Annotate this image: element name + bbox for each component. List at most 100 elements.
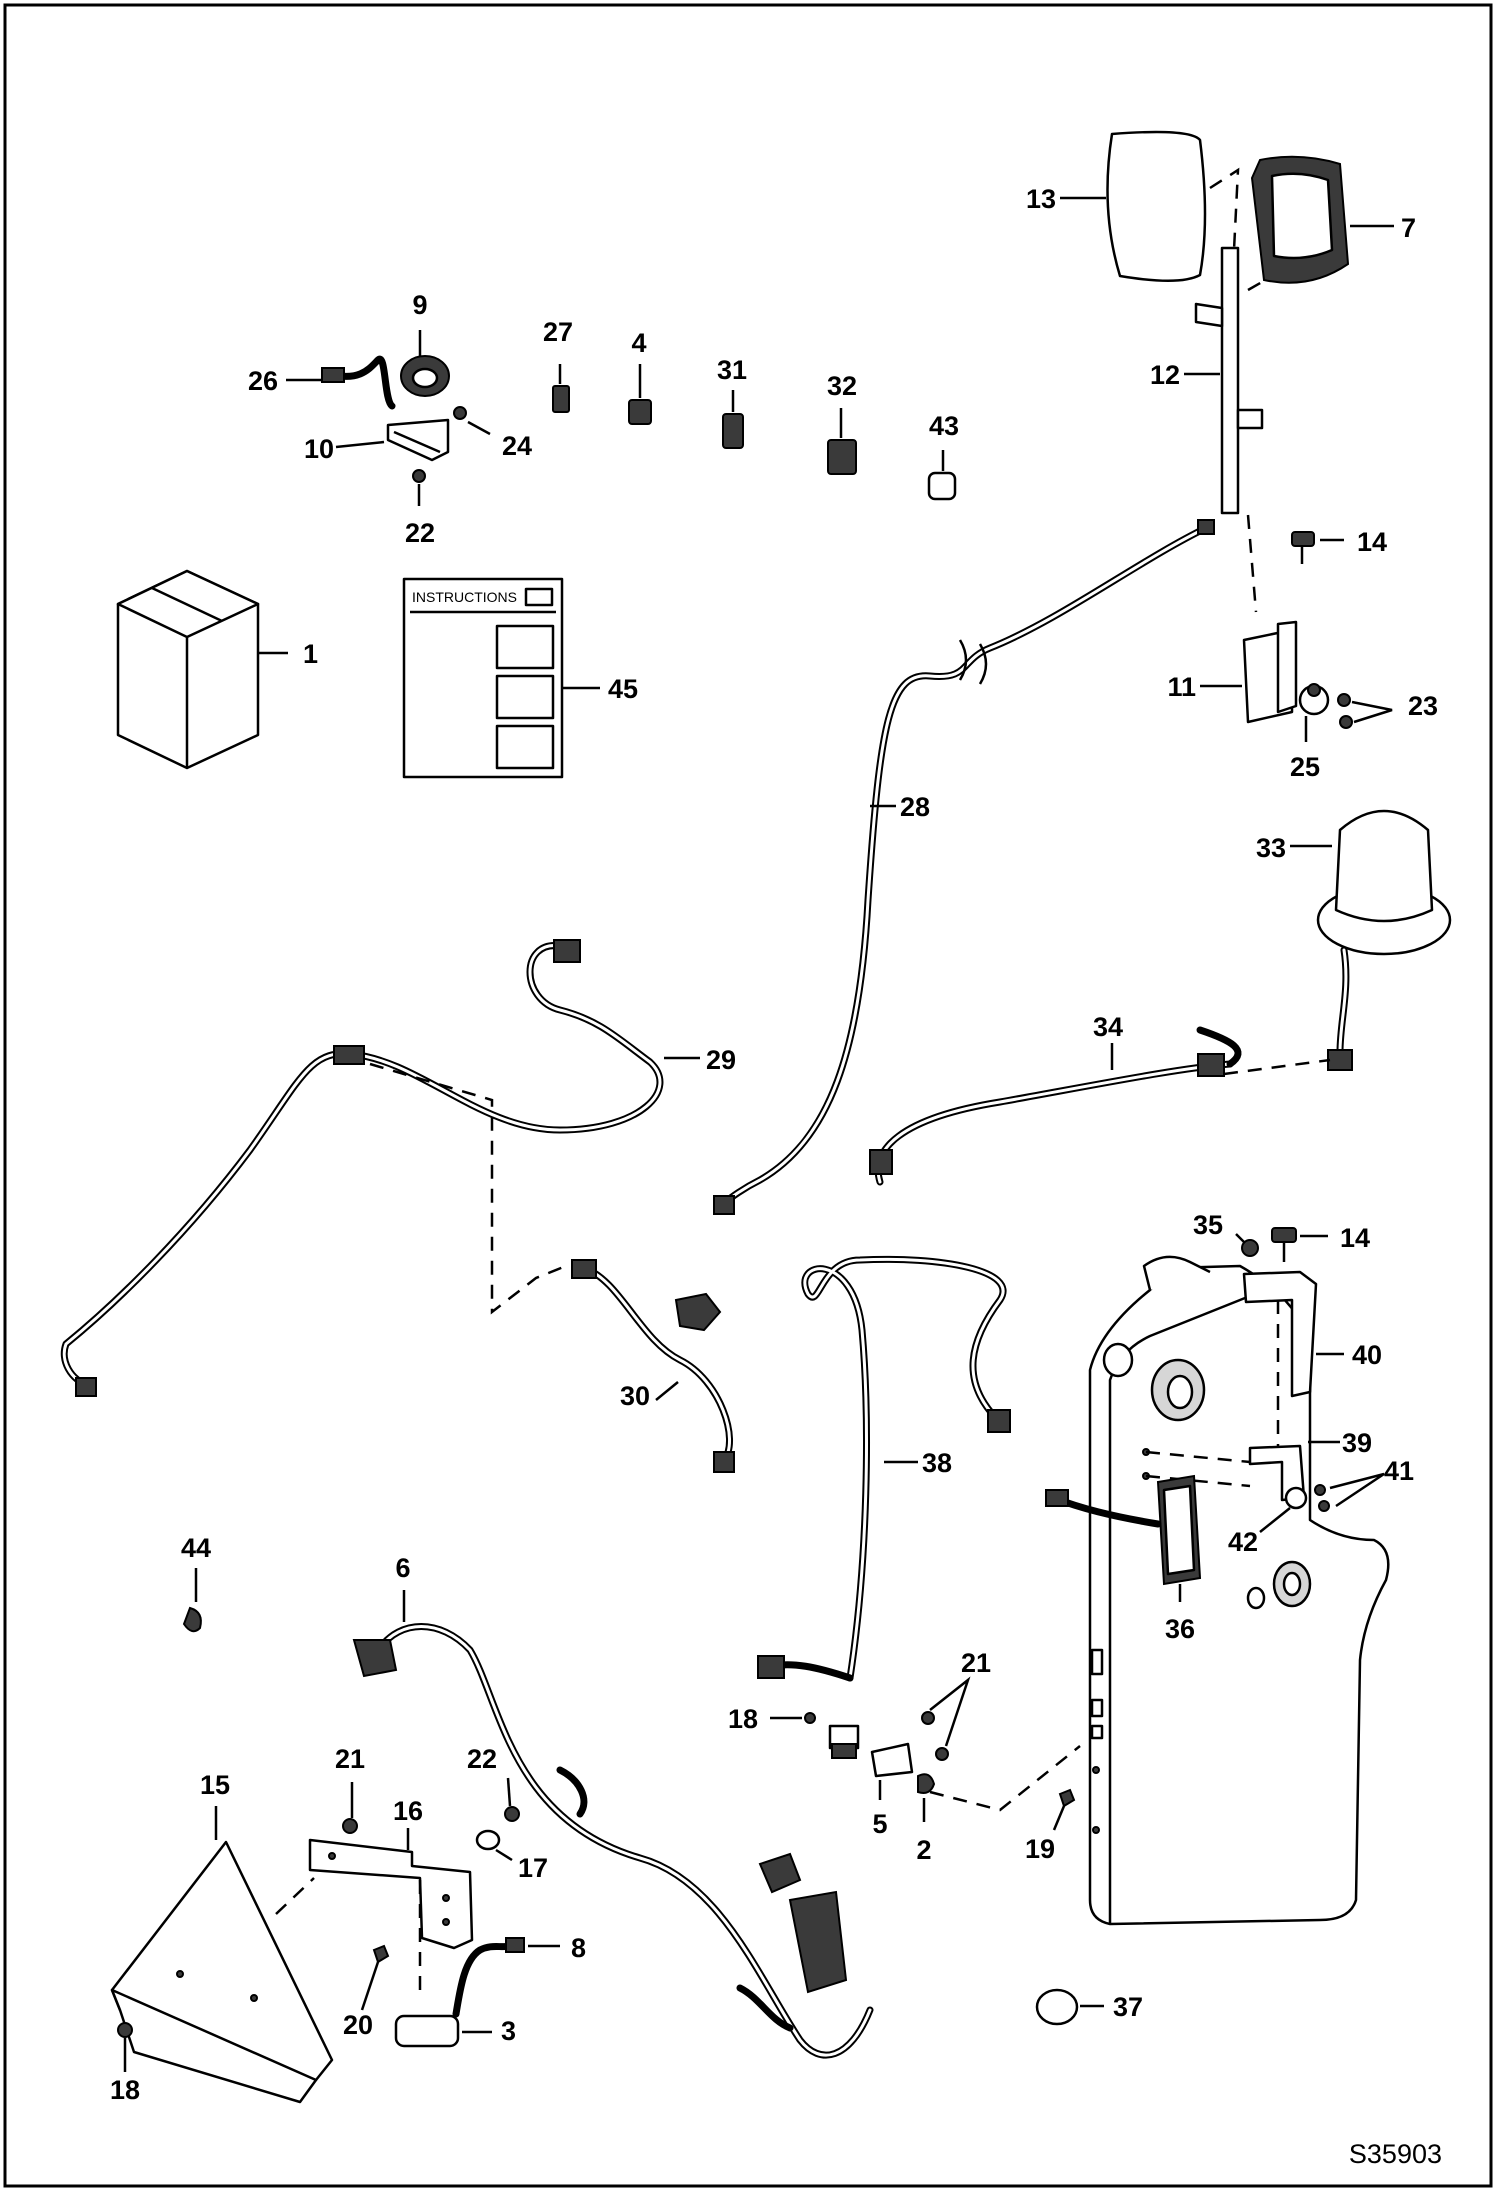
part-18-screw-top: 18 xyxy=(728,1704,816,1734)
callout-40: 40 xyxy=(1352,1340,1382,1370)
part-17-spacer: 17 xyxy=(475,1829,548,1883)
connector-7-12 xyxy=(1247,280,1263,292)
part-8-lamp-wire: 8 xyxy=(452,1933,586,2018)
callout-37: 37 xyxy=(1113,1992,1143,2022)
callout-27: 27 xyxy=(543,317,573,347)
part-40-bracket: 40 xyxy=(1242,1270,1382,1398)
callout-6: 6 xyxy=(395,1553,410,1583)
callout-33: 33 xyxy=(1256,833,1286,863)
callout-31: 31 xyxy=(717,355,747,385)
part-3-lamp: 3 xyxy=(394,2014,516,2048)
connector-13-12 xyxy=(1209,167,1240,251)
part-44-clip: 44 xyxy=(181,1533,211,1633)
part-29-harness: 29 xyxy=(60,939,736,1397)
part-39-bracket: 39 xyxy=(1248,1428,1372,1502)
part-12-mount-pole: 12 xyxy=(1150,246,1264,515)
callout-5: 5 xyxy=(872,1809,887,1839)
callout-35: 35 xyxy=(1193,1210,1223,1240)
part-20-bolt: 20 xyxy=(343,1944,390,2040)
part-18-nut-bottom: 18 xyxy=(110,2022,140,2105)
callout-42: 42 xyxy=(1228,1527,1258,1557)
callout-43: 43 xyxy=(929,411,959,441)
callout-3: 3 xyxy=(501,2016,516,2046)
callout-38: 38 xyxy=(922,1448,952,1478)
callout-14-top: 14 xyxy=(1357,527,1387,557)
part-2-clamp: 2 xyxy=(916,1773,936,1865)
connector-12-11 xyxy=(1246,514,1258,613)
part-9-horn: 9 xyxy=(400,290,450,397)
callout-14-bottom: 14 xyxy=(1340,1223,1370,1253)
callout-25: 25 xyxy=(1290,752,1320,782)
connector-relay-frame xyxy=(929,1745,1081,1812)
part-19-bolt: 19 xyxy=(1025,1788,1076,1864)
part-43-plug: 43 xyxy=(927,411,959,501)
part-16-smv-bracket: 16 xyxy=(308,1796,474,1950)
part-30-harness: 30 xyxy=(571,1259,735,1473)
part-11-bracket: 11 xyxy=(1167,620,1298,724)
callout-7: 7 xyxy=(1401,213,1416,243)
callout-20: 20 xyxy=(343,2010,373,2040)
loader-frame xyxy=(1088,1255,1390,1926)
callout-26: 26 xyxy=(248,366,278,396)
connector-15-16 xyxy=(275,1877,315,1915)
callout-13: 13 xyxy=(1026,184,1056,214)
callout-24: 24 xyxy=(502,431,532,461)
part-41-screws: 41 xyxy=(1314,1456,1414,1512)
part-1-box: 1 xyxy=(116,569,318,770)
callout-32: 32 xyxy=(827,371,857,401)
part-15-smv-triangle: 15 xyxy=(110,1770,334,2104)
part-33-beacon: 33 xyxy=(1256,809,1452,956)
callout-29: 29 xyxy=(706,1045,736,1075)
part-14-knob-top: 14 xyxy=(1291,527,1387,564)
part-22-nut-right: 22 xyxy=(467,1744,520,1822)
callout-19: 19 xyxy=(1025,1834,1055,1864)
callout-8: 8 xyxy=(571,1933,586,1963)
callout-10: 10 xyxy=(304,434,334,464)
part-10-horn-bracket: 10 xyxy=(304,418,450,464)
callout-15: 15 xyxy=(200,1770,230,1800)
callout-44: 44 xyxy=(181,1533,211,1563)
part-5-relay-bracket: 5 xyxy=(870,1742,914,1839)
callout-36: 36 xyxy=(1165,1614,1195,1644)
callout-1: 1 xyxy=(303,639,318,669)
callout-39: 39 xyxy=(1342,1428,1372,1458)
part-28-harness: 28 xyxy=(713,519,1215,1215)
part-relay xyxy=(828,1724,860,1759)
part-22-nut-top: 22 xyxy=(405,469,435,548)
part-42-nut: 42 xyxy=(1228,1486,1308,1557)
drawing-id: S35903 xyxy=(1349,2139,1442,2169)
callout-30: 30 xyxy=(620,1381,650,1411)
part-45-instructions: INSTRUCTIONS 45 xyxy=(402,577,638,779)
callout-21-right: 21 xyxy=(961,1648,991,1678)
part-21-nuts-right: 21 xyxy=(921,1648,991,1761)
part-13-mirror: 13 xyxy=(1026,130,1207,282)
part-21-nut-left: 21 xyxy=(335,1744,365,1834)
callout-34: 34 xyxy=(1093,1012,1123,1042)
callout-11: 11 xyxy=(1167,672,1196,702)
callout-2: 2 xyxy=(916,1835,931,1865)
part-25-knob: 25 xyxy=(1290,683,1330,782)
part-23-screws: 23 xyxy=(1337,691,1438,729)
part-24-screw: 24 xyxy=(453,406,532,461)
callout-22-top: 22 xyxy=(405,518,435,548)
part-4-switch: 4 xyxy=(628,328,652,425)
callout-18-bottom: 18 xyxy=(110,2075,140,2105)
part-26-horn-wire: 26 xyxy=(248,355,396,410)
part-35-nut: 35 xyxy=(1193,1210,1259,1257)
callout-17: 17 xyxy=(518,1853,548,1883)
diagram-border xyxy=(3,3,1493,2188)
callout-16: 16 xyxy=(393,1796,423,1826)
callout-41: 41 xyxy=(1384,1456,1414,1486)
callout-45: 45 xyxy=(608,674,638,704)
part-36-module: 36 xyxy=(1045,1474,1202,1644)
callout-28: 28 xyxy=(900,792,930,822)
part-27-switch: 27 xyxy=(543,317,573,413)
callout-21-left: 21 xyxy=(335,1744,365,1774)
part-14-knob-bottom: 14 xyxy=(1271,1223,1370,1262)
callout-22-right: 22 xyxy=(467,1744,497,1774)
part-6-harness: 6 xyxy=(352,1553,874,2059)
part-7-work-light: 7 xyxy=(1250,155,1416,284)
callout-23: 23 xyxy=(1408,691,1438,721)
part-38-harness: 38 xyxy=(757,1255,1011,1682)
